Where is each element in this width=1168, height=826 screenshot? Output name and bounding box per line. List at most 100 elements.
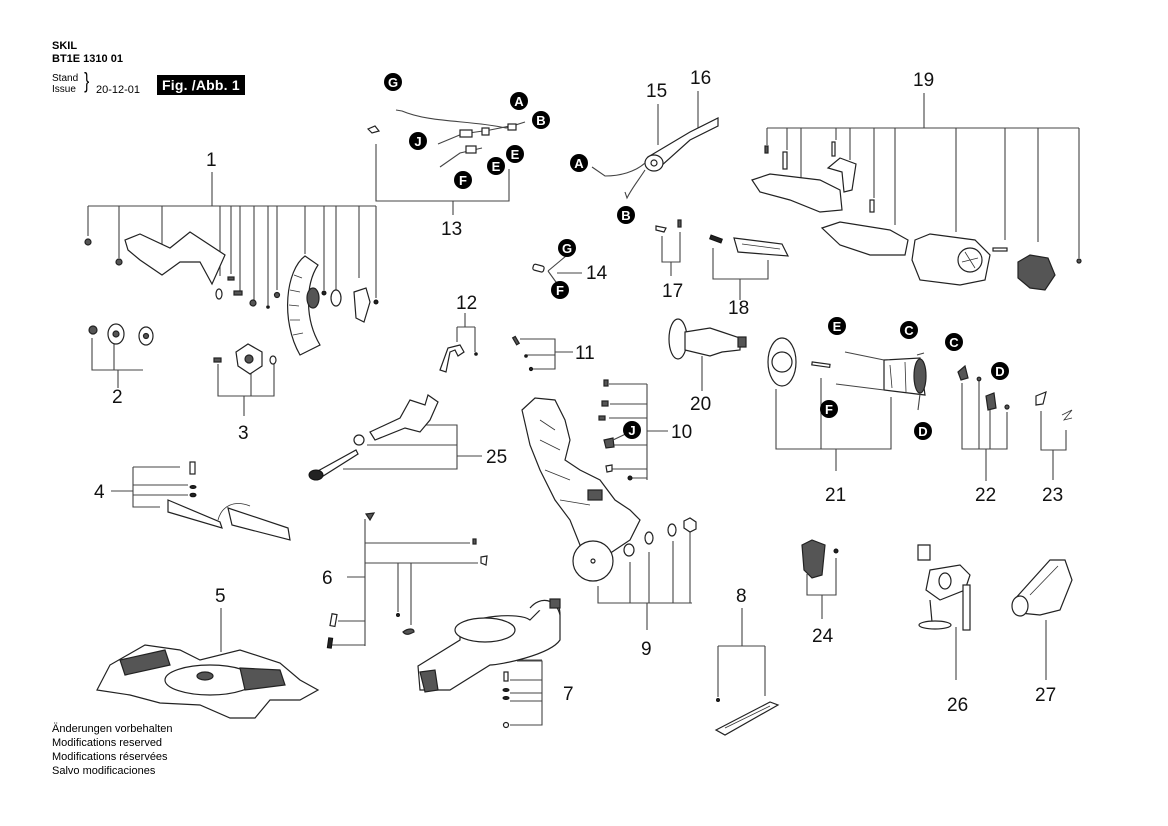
note-en: Modifications reserved bbox=[52, 737, 163, 749]
document-code: BT1E 1310 01 bbox=[52, 53, 123, 65]
part-group-27 bbox=[1011, 559, 1073, 680]
marker-g-13: G bbox=[384, 73, 402, 91]
svg-text:E: E bbox=[833, 319, 842, 334]
svg-text:D: D bbox=[918, 424, 927, 439]
part-group-15-16 bbox=[591, 91, 719, 200]
svg-text:B: B bbox=[621, 208, 630, 223]
part-group-13 bbox=[366, 109, 526, 215]
marker-e-13b: E bbox=[506, 145, 524, 163]
part-group-24 bbox=[801, 539, 839, 619]
part-group-26 bbox=[917, 544, 971, 680]
callout-26: 26 bbox=[947, 695, 968, 716]
callout-23: 23 bbox=[1042, 485, 1063, 506]
svg-text:C: C bbox=[949, 335, 959, 350]
part-group-4 bbox=[111, 461, 291, 541]
part-group-21 bbox=[767, 337, 927, 471]
part-group-18 bbox=[709, 234, 790, 300]
callout-13: 13 bbox=[441, 219, 462, 240]
callout-16: 16 bbox=[690, 68, 711, 89]
part-group-5 bbox=[96, 608, 320, 719]
callout-18: 18 bbox=[728, 298, 749, 319]
callout-1: 1 bbox=[206, 150, 217, 171]
marker-c-21: C bbox=[900, 321, 918, 339]
marker-j-10: J bbox=[623, 421, 641, 439]
part-group-3 bbox=[213, 343, 277, 416]
marker-b-15: B bbox=[617, 206, 635, 224]
issue-date: 20-12-01 bbox=[96, 84, 141, 96]
svg-text:A: A bbox=[514, 94, 524, 109]
note-fr: Modifications réservées bbox=[52, 751, 168, 763]
callout-9: 9 bbox=[641, 639, 652, 660]
marker-c-22: C bbox=[945, 333, 963, 351]
callout-7: 7 bbox=[563, 684, 574, 705]
connection-markers: G A B J E E F A B G F J E C F D C D bbox=[384, 73, 1009, 440]
callout-4: 4 bbox=[94, 482, 105, 503]
part-group-1 bbox=[84, 172, 379, 356]
note-de: Änderungen vorbehalten bbox=[52, 723, 173, 735]
svg-text:D: D bbox=[995, 364, 1004, 379]
callout-15: 15 bbox=[646, 81, 667, 102]
main-housing-part bbox=[521, 397, 641, 582]
callout-8: 8 bbox=[736, 586, 747, 607]
callout-21: 21 bbox=[825, 485, 846, 506]
part-group-11 bbox=[511, 335, 573, 372]
marker-e-13a: E bbox=[487, 157, 505, 175]
marker-f-21: F bbox=[820, 400, 838, 418]
part-group-9 bbox=[597, 517, 697, 630]
callout-24: 24 bbox=[812, 626, 834, 647]
part-group-12 bbox=[439, 313, 478, 373]
marker-j-13: J bbox=[409, 132, 427, 150]
callout-2: 2 bbox=[112, 387, 123, 408]
callout-14: 14 bbox=[586, 263, 608, 284]
callout-12: 12 bbox=[456, 293, 477, 314]
callout-20: 20 bbox=[690, 394, 711, 415]
brand-name: SKIL bbox=[52, 40, 78, 52]
svg-text:J: J bbox=[628, 423, 635, 438]
svg-text:J: J bbox=[414, 134, 421, 149]
callout-17: 17 bbox=[662, 281, 683, 302]
note-es: Salvo modificaciones bbox=[52, 765, 156, 777]
brace-glyph: } bbox=[84, 68, 90, 93]
callout-19: 19 bbox=[913, 70, 934, 91]
part-group-19 bbox=[751, 93, 1082, 291]
part-group-2 bbox=[88, 323, 154, 388]
issue-label: Issue bbox=[52, 84, 76, 95]
svg-text:F: F bbox=[556, 283, 564, 298]
marker-b-13: B bbox=[532, 111, 550, 129]
part-group-20 bbox=[668, 318, 747, 391]
callout-6: 6 bbox=[322, 568, 333, 589]
svg-text:A: A bbox=[574, 156, 584, 171]
stand-label: Stand bbox=[52, 73, 79, 84]
callout-27: 27 bbox=[1035, 685, 1056, 706]
callout-22: 22 bbox=[975, 485, 996, 506]
marker-f-13: F bbox=[454, 171, 472, 189]
callout-25: 25 bbox=[486, 447, 507, 468]
callout-11: 11 bbox=[575, 343, 595, 364]
part-group-6 bbox=[326, 512, 488, 649]
marker-g-14: G bbox=[558, 239, 576, 257]
modification-notes: Änderungen vorbehalten Modifications res… bbox=[52, 722, 172, 778]
part-group-22 bbox=[957, 364, 1010, 481]
marker-d-22: D bbox=[991, 362, 1009, 380]
part-group-17 bbox=[655, 219, 682, 276]
svg-text:G: G bbox=[562, 241, 572, 256]
part-group-7 bbox=[417, 598, 561, 729]
figure-badge: Fig. /Abb. 1 bbox=[157, 75, 245, 95]
svg-text:E: E bbox=[492, 159, 501, 174]
callout-5: 5 bbox=[215, 586, 226, 607]
part-group-25 bbox=[308, 394, 482, 481]
svg-text:B: B bbox=[536, 113, 545, 128]
callout-10: 10 bbox=[671, 422, 692, 443]
part-group-23 bbox=[1035, 391, 1073, 480]
marker-e-21: E bbox=[828, 317, 846, 335]
marker-a-13: A bbox=[510, 92, 528, 110]
svg-text:G: G bbox=[388, 75, 398, 90]
marker-a-15: A bbox=[570, 154, 588, 172]
svg-text:C: C bbox=[904, 323, 914, 338]
part-group-8 bbox=[714, 608, 780, 736]
marker-f-14: F bbox=[551, 281, 569, 299]
marker-d-21: D bbox=[914, 422, 932, 440]
stand-issue-labels: Stand Issue bbox=[52, 74, 78, 96]
svg-text:F: F bbox=[459, 173, 467, 188]
